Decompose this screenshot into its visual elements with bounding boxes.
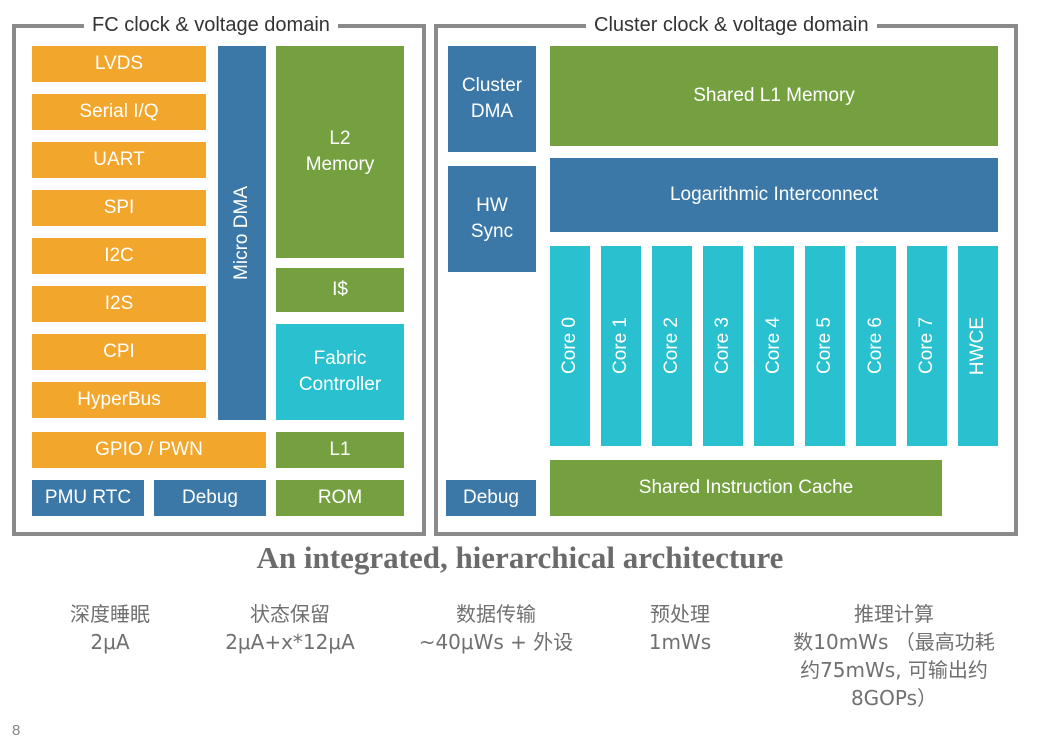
cluster-dma-block: Cluster DMA [448,46,536,152]
stat-label: 数据传输 [456,602,536,626]
stat-label: 预处理 [650,602,710,626]
core-0-block: Core 0 [550,246,590,446]
pmu-rtc-block: PMU RTC [32,480,144,516]
core-1-label: Core 1 [610,317,631,375]
stat-value: 2μA+x*12μA [225,630,355,654]
rom-block: ROM [276,480,404,516]
gpio-pwn-block: GPIO / PWN [32,432,266,468]
fc-debug-block: Debug [154,480,266,516]
core-3-block: Core 3 [703,246,743,446]
shared-instruction-cache-block: Shared Instruction Cache [550,460,942,516]
peripheral-lvds: LVDS [32,46,206,82]
hwce-label: HWCE [967,316,988,376]
cluster-domain-title: Cluster clock & voltage domain [586,14,877,37]
core-3-label: Core 3 [712,317,733,375]
core-0-label: Core 0 [559,317,580,375]
micro-dma-block: Micro DMA [218,46,266,420]
stat-value: 1mWs [648,630,712,654]
l2-memory-block: L2 Memory [276,46,404,258]
core-6-block: Core 6 [856,246,896,446]
l1-block: L1 [276,432,404,468]
core-4-block: Core 4 [754,246,794,446]
stat-value: 2μA [90,630,130,654]
stat-label: 深度睡眠 [70,602,150,626]
peripheral-serial-iq: Serial I/Q [32,94,206,130]
fabric-controller-block: Fabric Controller [276,324,404,420]
peripheral-spi: SPI [32,190,206,226]
page-number: 8 [12,722,21,739]
micro-dma-label: Micro DMA [231,186,252,280]
peripheral-hyperbus: HyperBus [32,382,206,418]
peripheral-uart: UART [32,142,206,178]
stat-label: 推理计算 [854,602,934,626]
shared-l1-memory-block: Shared L1 Memory [550,46,998,146]
core-4-label: Core 4 [763,317,784,375]
core-6-label: Core 6 [865,317,886,375]
fc-domain-title: FC clock & voltage domain [84,14,338,37]
peripheral-cpi: CPI [32,334,206,370]
core-2-block: Core 2 [652,246,692,446]
core-1-block: Core 1 [601,246,641,446]
hw-sync-block: HW Sync [448,166,536,272]
core-2-label: Core 2 [661,317,682,375]
cluster-debug-block: Debug [446,480,536,516]
diagram-caption: An integrated, hierarchical architecture [256,540,784,575]
core-5-label: Core 5 [814,317,835,375]
core-5-block: Core 5 [805,246,845,446]
stat-value: 数10mWs （最高功耗 约75mWs, 可输出约 8GOPs） [793,630,995,710]
stat-deep-sleep: 深度睡眠 2μA [40,600,180,656]
stat-data-transfer: 数据传输 ~40μWs + 外设 [396,600,596,656]
peripheral-i2c: I2C [32,238,206,274]
hwce-block: HWCE [958,246,998,446]
icache-block: I$ [276,268,404,312]
stat-state-retention: 状态保留 2μA+x*12μA [200,600,380,656]
stat-label: 状态保留 [250,602,330,626]
peripheral-i2s: I2S [32,286,206,322]
stat-preprocessing: 预处理 1mWs [620,600,740,656]
stat-value: ~40μWs + 外设 [418,630,574,654]
stat-inference: 推理计算 数10mWs （最高功耗 约75mWs, 可输出约 8GOPs） [768,600,1020,712]
logarithmic-interconnect-block: Logarithmic Interconnect [550,158,998,232]
cluster-domain: Cluster clock & voltage domain [434,14,1018,536]
core-7-label: Core 7 [916,317,937,375]
core-7-block: Core 7 [907,246,947,446]
fc-domain: FC clock & voltage domain [12,14,426,536]
